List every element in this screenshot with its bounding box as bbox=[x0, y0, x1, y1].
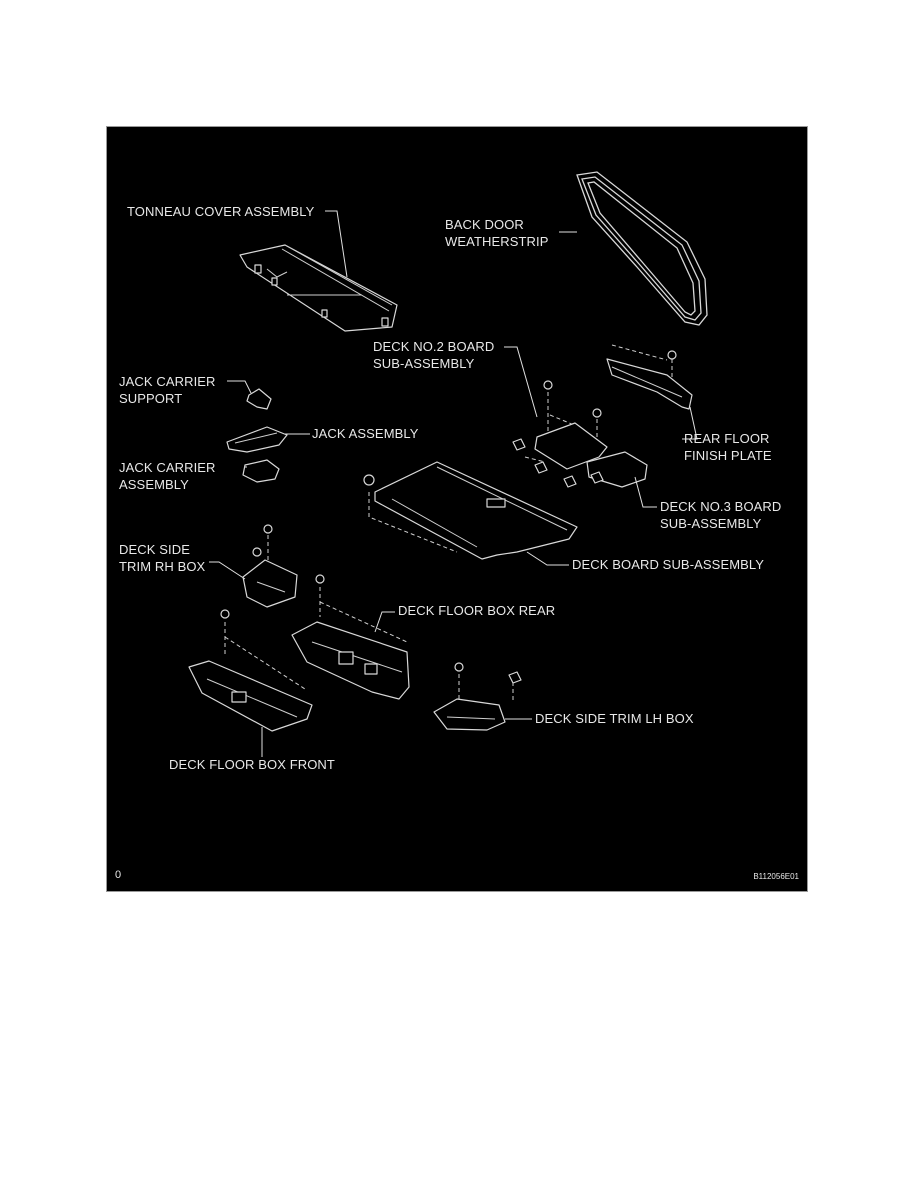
label-deck-side-trim-lh-box: DECK SIDE TRIM LH BOX bbox=[535, 711, 694, 726]
deck-floor-box-front-part bbox=[188, 609, 313, 732]
label-back-door-weatherstrip: BACK DOOR WEATHERSTRIP bbox=[445, 217, 549, 249]
label-deck-floor-box-front: DECK FLOOR BOX FRONT bbox=[169, 757, 335, 772]
deck-side-trim-lh-part bbox=[433, 662, 522, 731]
label-deck-no2-board: DECK NO.2 BOARD SUB-ASSEMBLY bbox=[373, 339, 495, 371]
label-rear-floor-finish-plate: REAR FLOOR FINISH PLATE bbox=[684, 431, 772, 463]
label-jack-assembly: JACK ASSEMBLY bbox=[312, 426, 419, 441]
deck-no3-board-part bbox=[563, 451, 648, 488]
back-door-weatherstrip-part bbox=[576, 171, 708, 326]
label-jack-carrier-assembly: JACK CARRIER ASSEMBLY bbox=[119, 460, 216, 492]
deck-floor-box-rear-part bbox=[291, 574, 410, 700]
rear-floor-finish-plate-part bbox=[606, 344, 693, 410]
label-tonneau-cover-assembly: TONNEAU COVER ASSEMBLY bbox=[127, 204, 315, 219]
leader-lines bbox=[209, 210, 698, 757]
tonneau-cover-part bbox=[239, 244, 398, 332]
jack-parts bbox=[226, 388, 288, 483]
deck-board-part bbox=[363, 461, 578, 560]
deck-side-trim-rh-part bbox=[242, 524, 298, 608]
label-jack-carrier-support: JACK CARRIER SUPPORT bbox=[119, 374, 216, 406]
figure-code: B112056E01 bbox=[753, 872, 799, 881]
label-deck-board-sub-assembly: DECK BOARD SUB-ASSEMBLY bbox=[572, 557, 765, 572]
diagram-artwork bbox=[188, 171, 708, 757]
corner-mark: 0 bbox=[115, 869, 122, 881]
label-deck-floor-box-rear: DECK FLOOR BOX REAR bbox=[398, 603, 556, 618]
deck-no2-board-part bbox=[512, 380, 608, 474]
label-deck-no3-board: DECK NO.3 BOARD SUB-ASSEMBLY bbox=[660, 499, 782, 531]
exploded-diagram: TONNEAU COVER ASSEMBLY BACK DOOR WEATHER… bbox=[106, 126, 808, 892]
label-deck-side-trim-rh-box: DECK SIDE TRIM RH BOX bbox=[119, 542, 206, 574]
